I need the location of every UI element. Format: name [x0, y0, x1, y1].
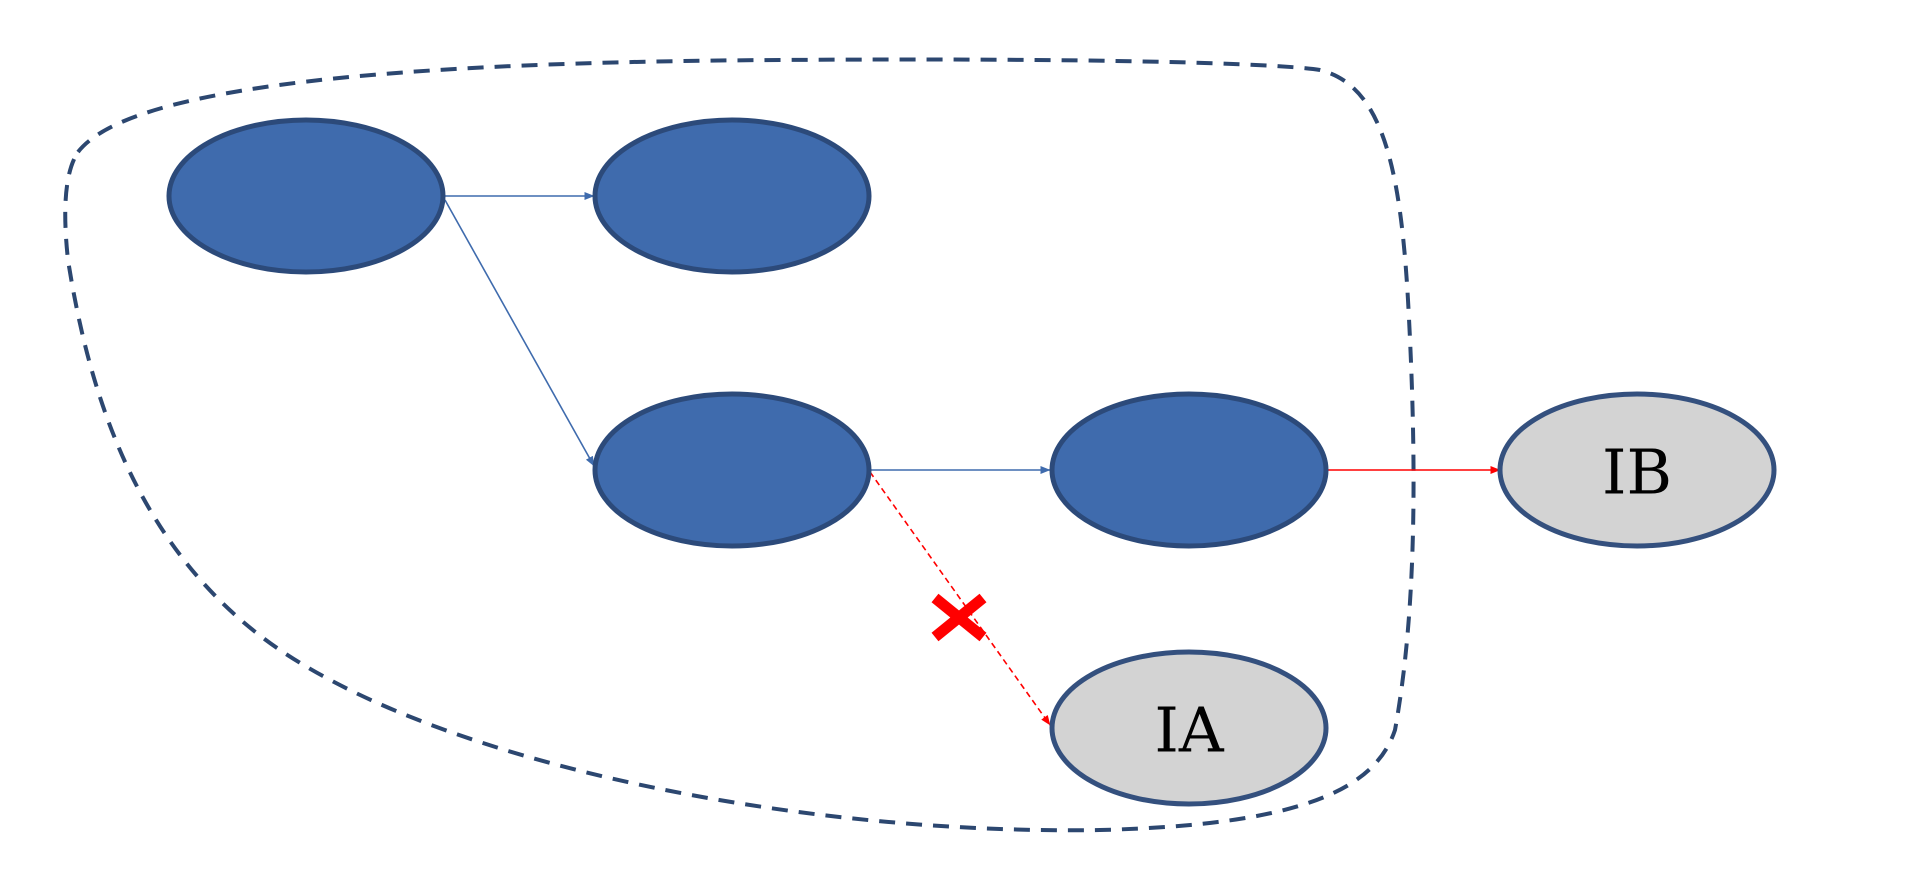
node-3 [592, 391, 872, 549]
system-boundary [63, 57, 1416, 833]
cross-icon [931, 593, 987, 642]
edge-n1-n3 [444, 199, 595, 467]
node-ib: IB [1497, 391, 1777, 549]
node-ib-label: IB [1602, 436, 1672, 509]
node-ia: IA [1049, 649, 1329, 807]
node-4 [1049, 391, 1329, 549]
node-2 [592, 117, 872, 275]
node-1 [166, 117, 446, 275]
edge-n3-ia-blocked [869, 471, 1051, 726]
node-ia-label: IA [1154, 694, 1224, 767]
